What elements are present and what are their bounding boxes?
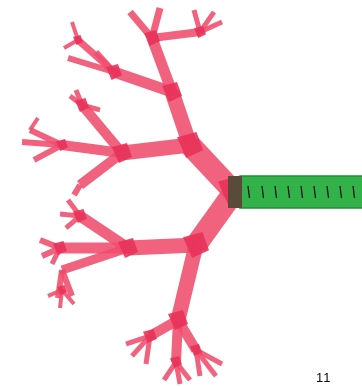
branch-segment <box>22 142 62 145</box>
branch-segment <box>74 185 80 195</box>
stem-body <box>240 176 362 208</box>
branch-segment <box>80 153 122 185</box>
branch-segment <box>34 145 62 160</box>
tree-branches <box>22 8 234 384</box>
branch-segment <box>30 118 38 130</box>
stem-end-cap <box>228 176 242 208</box>
branch-segment <box>122 145 190 153</box>
green-stem-bar <box>228 176 362 208</box>
branch-segment <box>152 32 200 38</box>
page-number: 11 <box>316 370 332 385</box>
branch-segment <box>128 245 196 248</box>
